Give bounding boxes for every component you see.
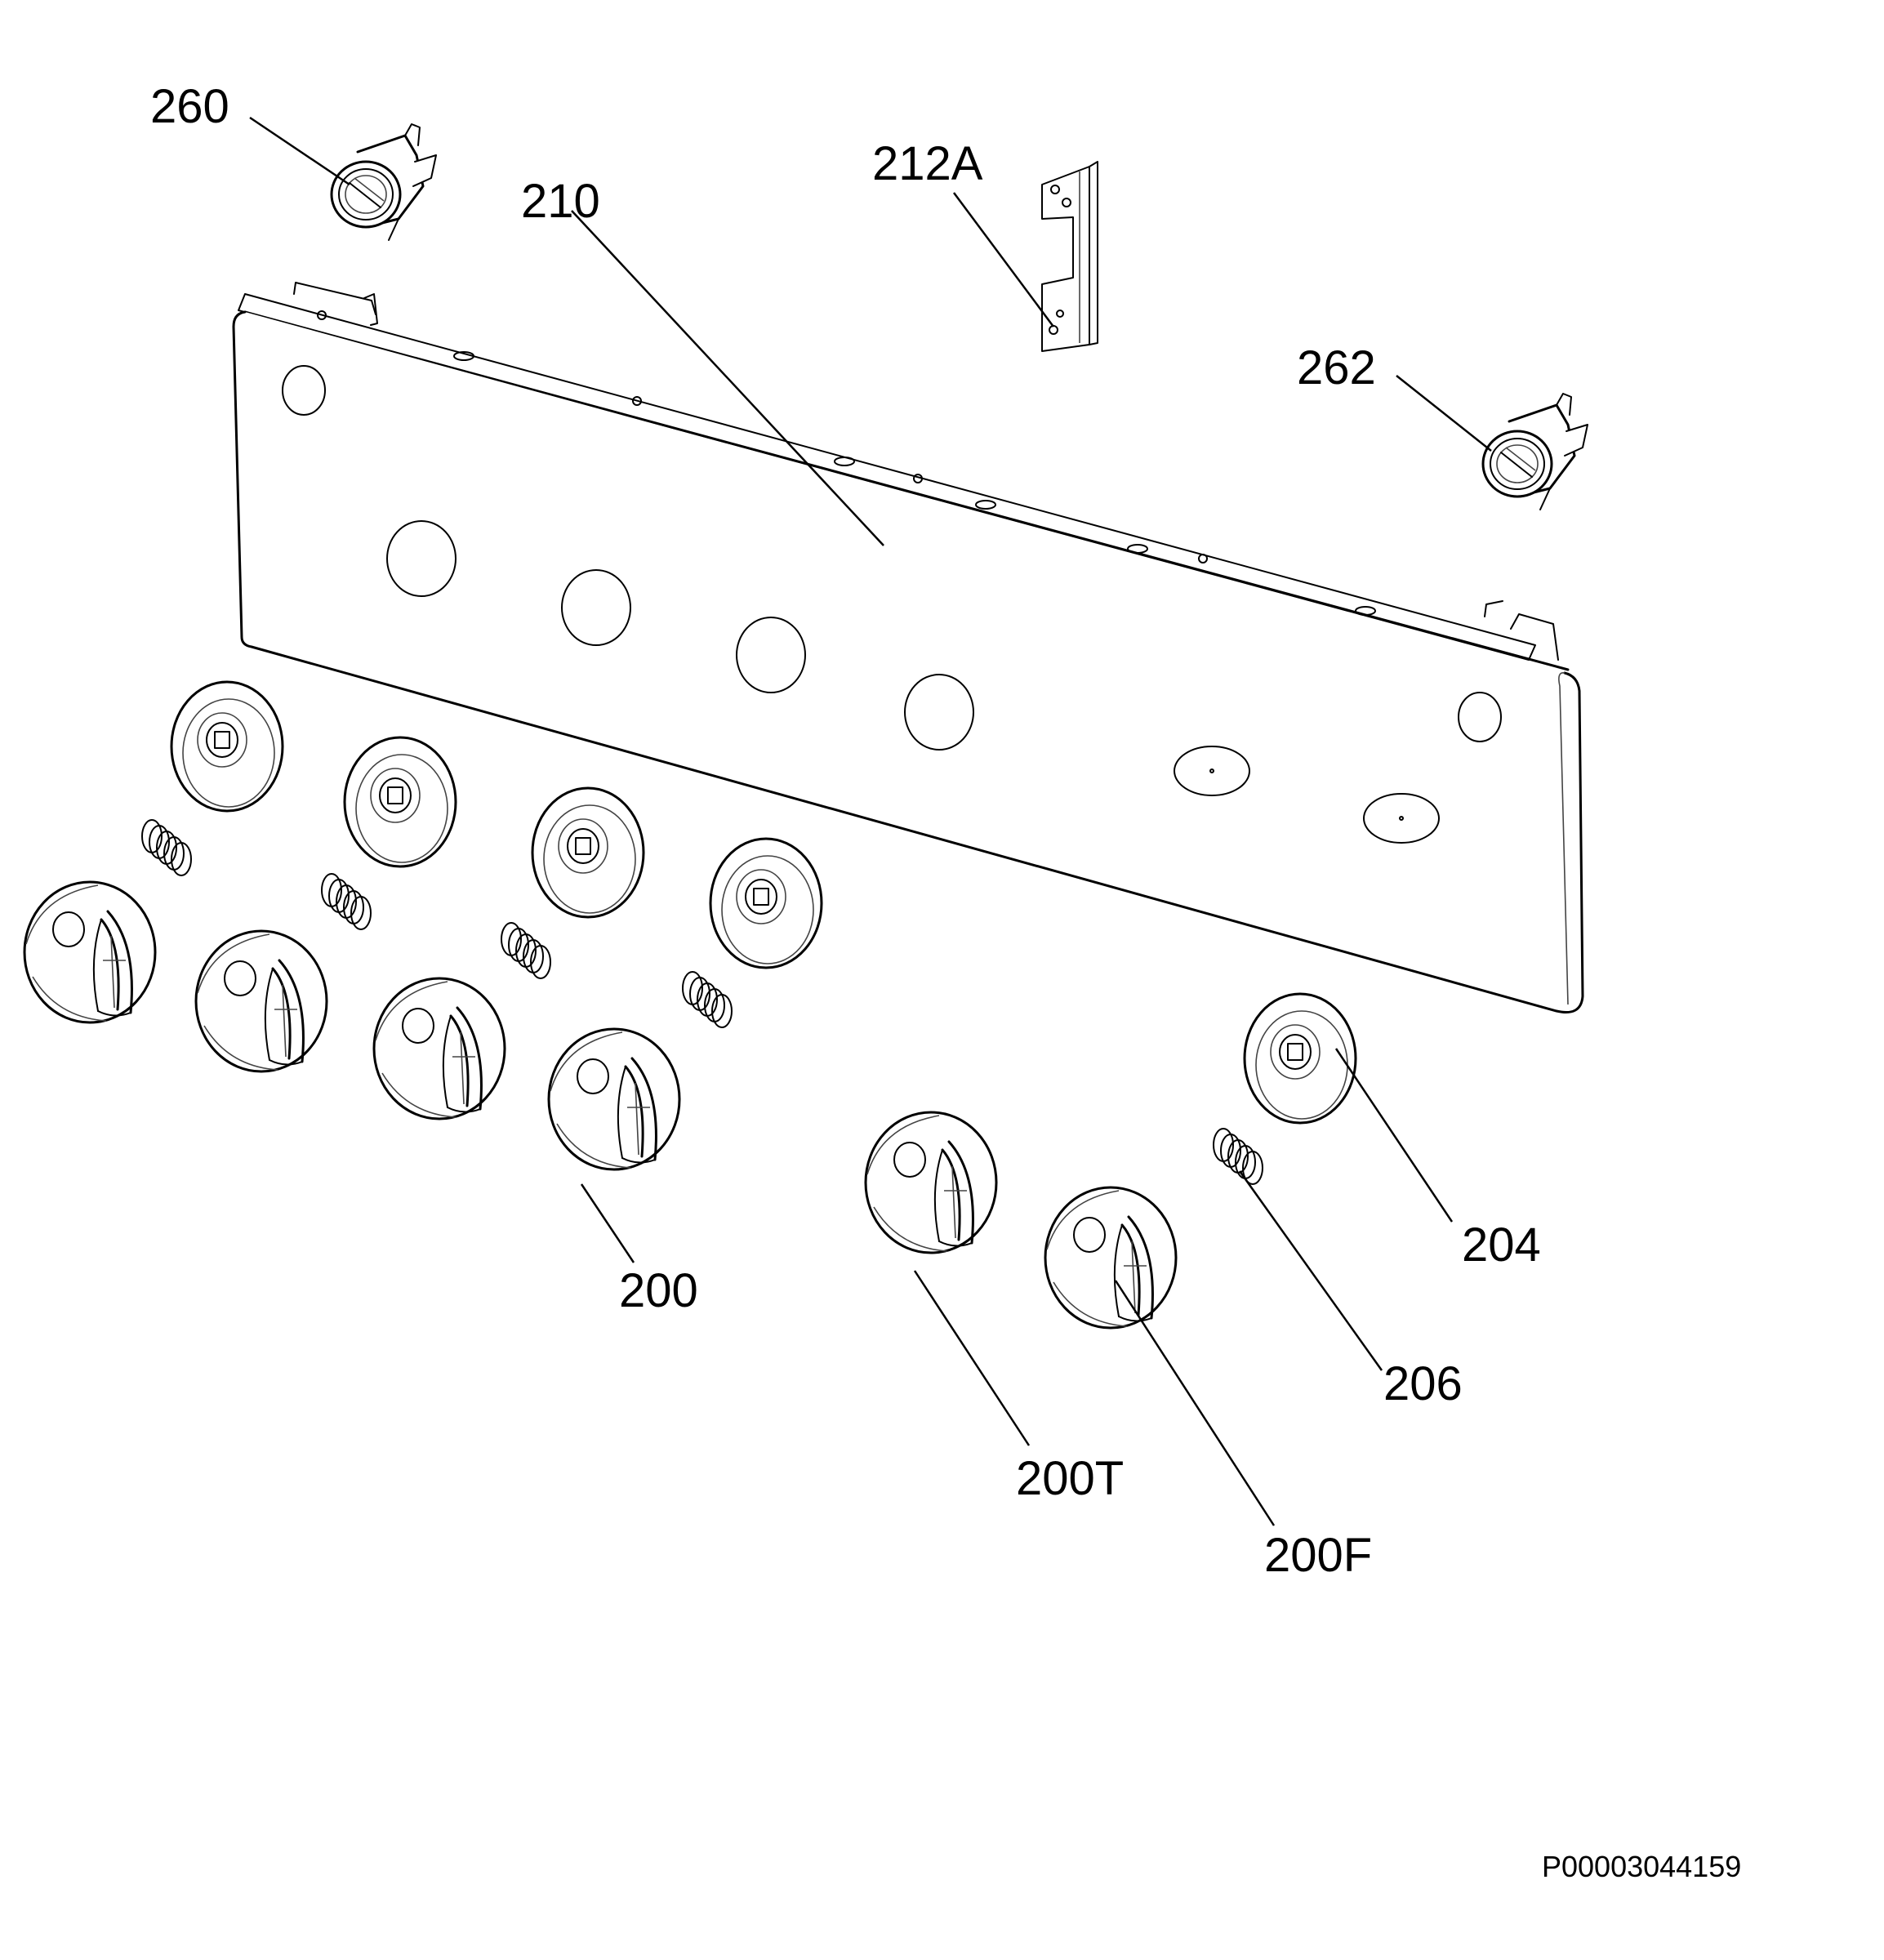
label-200t: 200T [1016, 1452, 1124, 1505]
label-200f: 200F [1264, 1529, 1372, 1582]
label-260: 260 [150, 80, 229, 133]
label-210: 210 [521, 175, 600, 228]
label-204: 204 [1462, 1218, 1541, 1272]
oven-lamp-right [1481, 392, 1589, 511]
label-262: 262 [1297, 341, 1376, 394]
label-206: 206 [1383, 1357, 1463, 1410]
label-212a: 212A [872, 137, 983, 190]
leader-lines [249, 116, 1492, 1526]
label-200: 200 [619, 1264, 698, 1317]
control-knobs [23, 880, 1178, 1330]
mounting-bracket [1041, 161, 1098, 352]
control-panel [232, 282, 1584, 1013]
document-code: P00003044159 [1542, 1850, 1741, 1883]
